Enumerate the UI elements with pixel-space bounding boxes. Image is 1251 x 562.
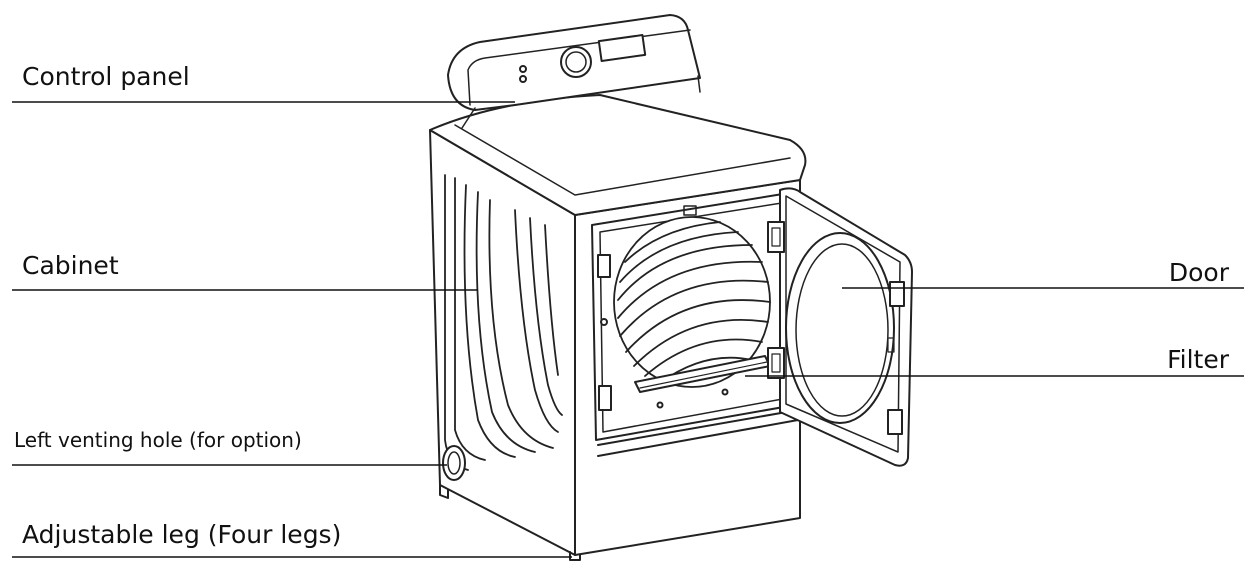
cabinet-top	[429, 94, 807, 216]
label-door: Door	[1168, 258, 1229, 287]
label-control-panel: Control panel	[22, 62, 190, 91]
label-adjustable-leg: Adjustable leg (Four legs)	[22, 520, 342, 549]
label-left-venting-hole: Left venting hole (for option)	[14, 428, 302, 452]
dryer-illustration	[429, 14, 913, 561]
door-window	[785, 232, 895, 424]
door-latch	[889, 281, 905, 307]
control-display	[597, 34, 647, 62]
control-indicator	[519, 75, 527, 83]
vent-hole	[442, 445, 466, 481]
drum	[613, 216, 771, 388]
door-latch	[887, 409, 903, 435]
control-indicator	[519, 65, 527, 73]
door-hinge	[767, 347, 785, 379]
door-hinge	[767, 221, 785, 253]
adjustable-leg	[569, 551, 581, 561]
label-cabinet: Cabinet	[22, 251, 119, 280]
cabinet-side-curves	[444, 174, 563, 471]
leader-lines	[12, 101, 1244, 558]
label-filter: Filter	[1167, 345, 1229, 374]
adjustable-leg	[439, 484, 449, 499]
